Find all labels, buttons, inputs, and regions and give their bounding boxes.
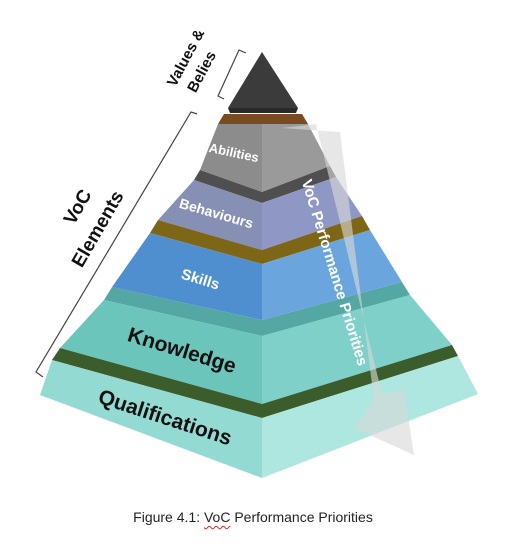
apex-triangle <box>228 52 298 108</box>
band-teal <box>104 282 410 336</box>
caption-prefix: Figure 4.1: <box>133 509 204 525</box>
figure-caption: Figure 4.1: VoC Performance Priorities <box>0 509 506 525</box>
tier-abilities-left <box>200 124 262 192</box>
tier-knowledge-right <box>262 295 452 404</box>
tier-abilities-right <box>262 124 330 192</box>
band-gray <box>194 166 336 203</box>
priorities-arrow <box>282 124 414 455</box>
tier-behaviours-left <box>158 180 262 250</box>
tier-skills-right <box>262 230 402 320</box>
tier-knowledge-left <box>60 300 262 404</box>
tier-skills-left <box>112 233 262 320</box>
tier-qualifications-left <box>40 360 262 478</box>
caption-suffix: Performance Priorities <box>230 509 373 525</box>
bracket-values <box>217 49 247 100</box>
apex-base <box>228 108 298 113</box>
bracket-elements <box>35 111 198 378</box>
caption-voc: VoC <box>203 509 231 525</box>
band-brown <box>218 114 308 124</box>
